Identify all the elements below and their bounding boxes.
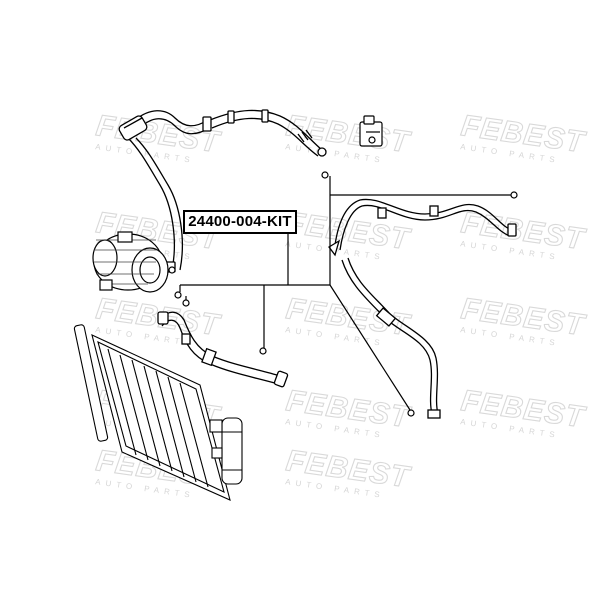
part-number-label: 24400-004-KIT bbox=[183, 210, 297, 234]
watermark: FEBEST AUTO PARTS bbox=[458, 292, 588, 348]
leader-dot bbox=[182, 299, 190, 307]
compressor bbox=[92, 231, 169, 293]
leader-endpoints bbox=[168, 171, 518, 417]
watermark: FEBEST AUTO PARTS bbox=[458, 109, 588, 165]
leader-dot bbox=[510, 191, 518, 199]
condenser bbox=[73, 324, 243, 501]
leader-dot bbox=[407, 409, 415, 417]
watermark: FEBEST AUTO PARTS bbox=[283, 292, 413, 348]
watermark: FEBEST AUTO PARTS bbox=[283, 444, 413, 500]
watermark: FEBEST AUTO PARTS bbox=[458, 384, 588, 440]
liquid-line bbox=[328, 198, 517, 419]
discharge-hose bbox=[157, 311, 289, 388]
watermark: FEBEST AUTO PARTS bbox=[283, 206, 413, 262]
leader-lines bbox=[179, 176, 512, 411]
upper-hose bbox=[118, 109, 327, 273]
leader-dot bbox=[321, 171, 329, 179]
leader-dot bbox=[259, 347, 267, 355]
leader-dot bbox=[168, 266, 176, 274]
watermark: FEBEST AUTO PARTS bbox=[458, 206, 588, 262]
expansion-valve bbox=[359, 115, 383, 147]
leader-dot bbox=[174, 291, 182, 299]
watermark: FEBEST AUTO PARTS bbox=[283, 384, 413, 440]
